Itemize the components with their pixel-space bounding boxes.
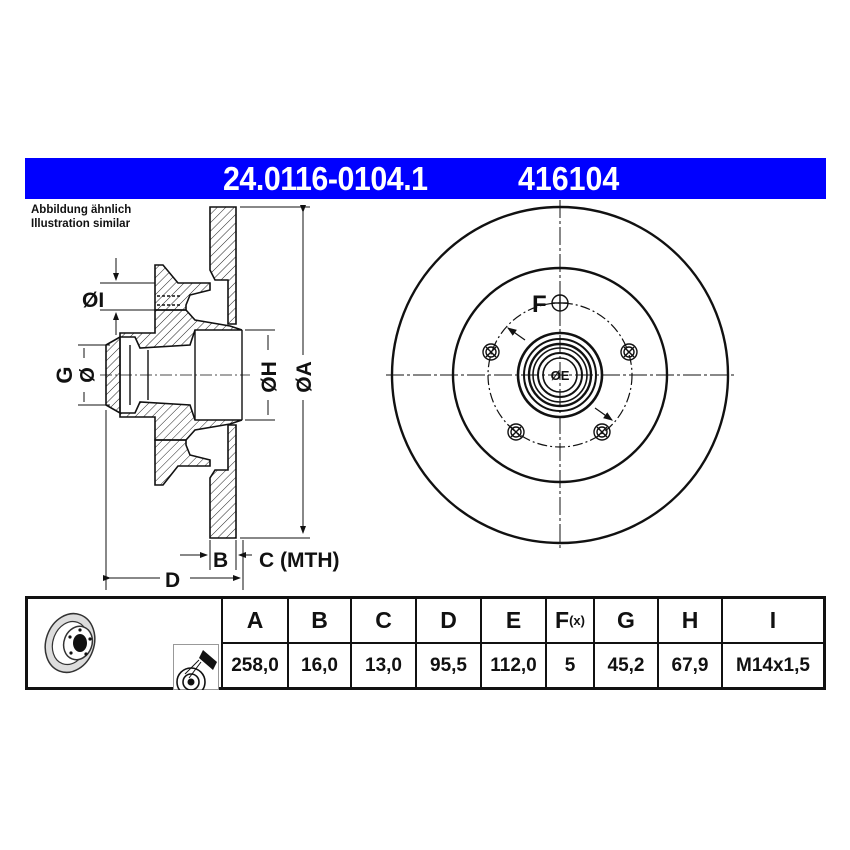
value-B: 16,0	[287, 644, 350, 687]
value-E: 112,0	[480, 644, 545, 687]
header-D: D	[415, 599, 480, 644]
label-F: F	[532, 291, 547, 318]
header-C: C	[350, 599, 415, 644]
cleaning-spray-icon	[173, 644, 219, 690]
label-G: G	[52, 366, 77, 383]
value-F: 5	[545, 644, 593, 687]
label-D: D	[165, 569, 180, 592]
dimension-table: A B C D E F(x) G H I 258,0 16,0 13,0 95,…	[25, 596, 826, 690]
label-B: B	[213, 549, 228, 572]
label-C-mth: C (MTH)	[259, 549, 339, 572]
header-F-label: F	[555, 607, 570, 633]
label-dia-A: ØA	[293, 361, 316, 393]
header-A: A	[221, 599, 287, 644]
reference-number: 416104	[518, 160, 620, 197]
header-I: I	[721, 599, 823, 644]
illustration-note: Abbildung ähnlich Illustration similar	[31, 203, 131, 231]
value-C: 13,0	[350, 644, 415, 687]
header-G: G	[593, 599, 657, 644]
title-banner: 24.0116-0104.1 416104	[25, 158, 826, 199]
value-G: 45,2	[593, 644, 657, 687]
header-F-suffix: (x)	[569, 613, 585, 628]
value-A: 258,0	[221, 644, 287, 687]
value-D: 95,5	[415, 644, 480, 687]
note-line-de: Abbildung ähnlich	[31, 204, 132, 216]
front-view	[386, 200, 736, 550]
label-dia-E: ØE	[551, 368, 570, 383]
header-H: H	[657, 599, 721, 644]
label-dia-I: ØI	[82, 289, 104, 312]
label-dia-H: ØH	[258, 361, 281, 393]
header-B: B	[287, 599, 350, 644]
header-F: F(x)	[545, 599, 593, 644]
brake-disc-thumbnail-icon	[44, 612, 96, 674]
label-dia-G: Ø	[77, 367, 99, 383]
value-H: 67,9	[657, 644, 721, 687]
header-E: E	[480, 599, 545, 644]
side-section-view	[105, 206, 243, 539]
part-number: 24.0116-0104.1	[223, 160, 428, 197]
note-line-en: Illustration similar	[31, 218, 131, 230]
value-I: M14x1,5	[721, 644, 823, 687]
